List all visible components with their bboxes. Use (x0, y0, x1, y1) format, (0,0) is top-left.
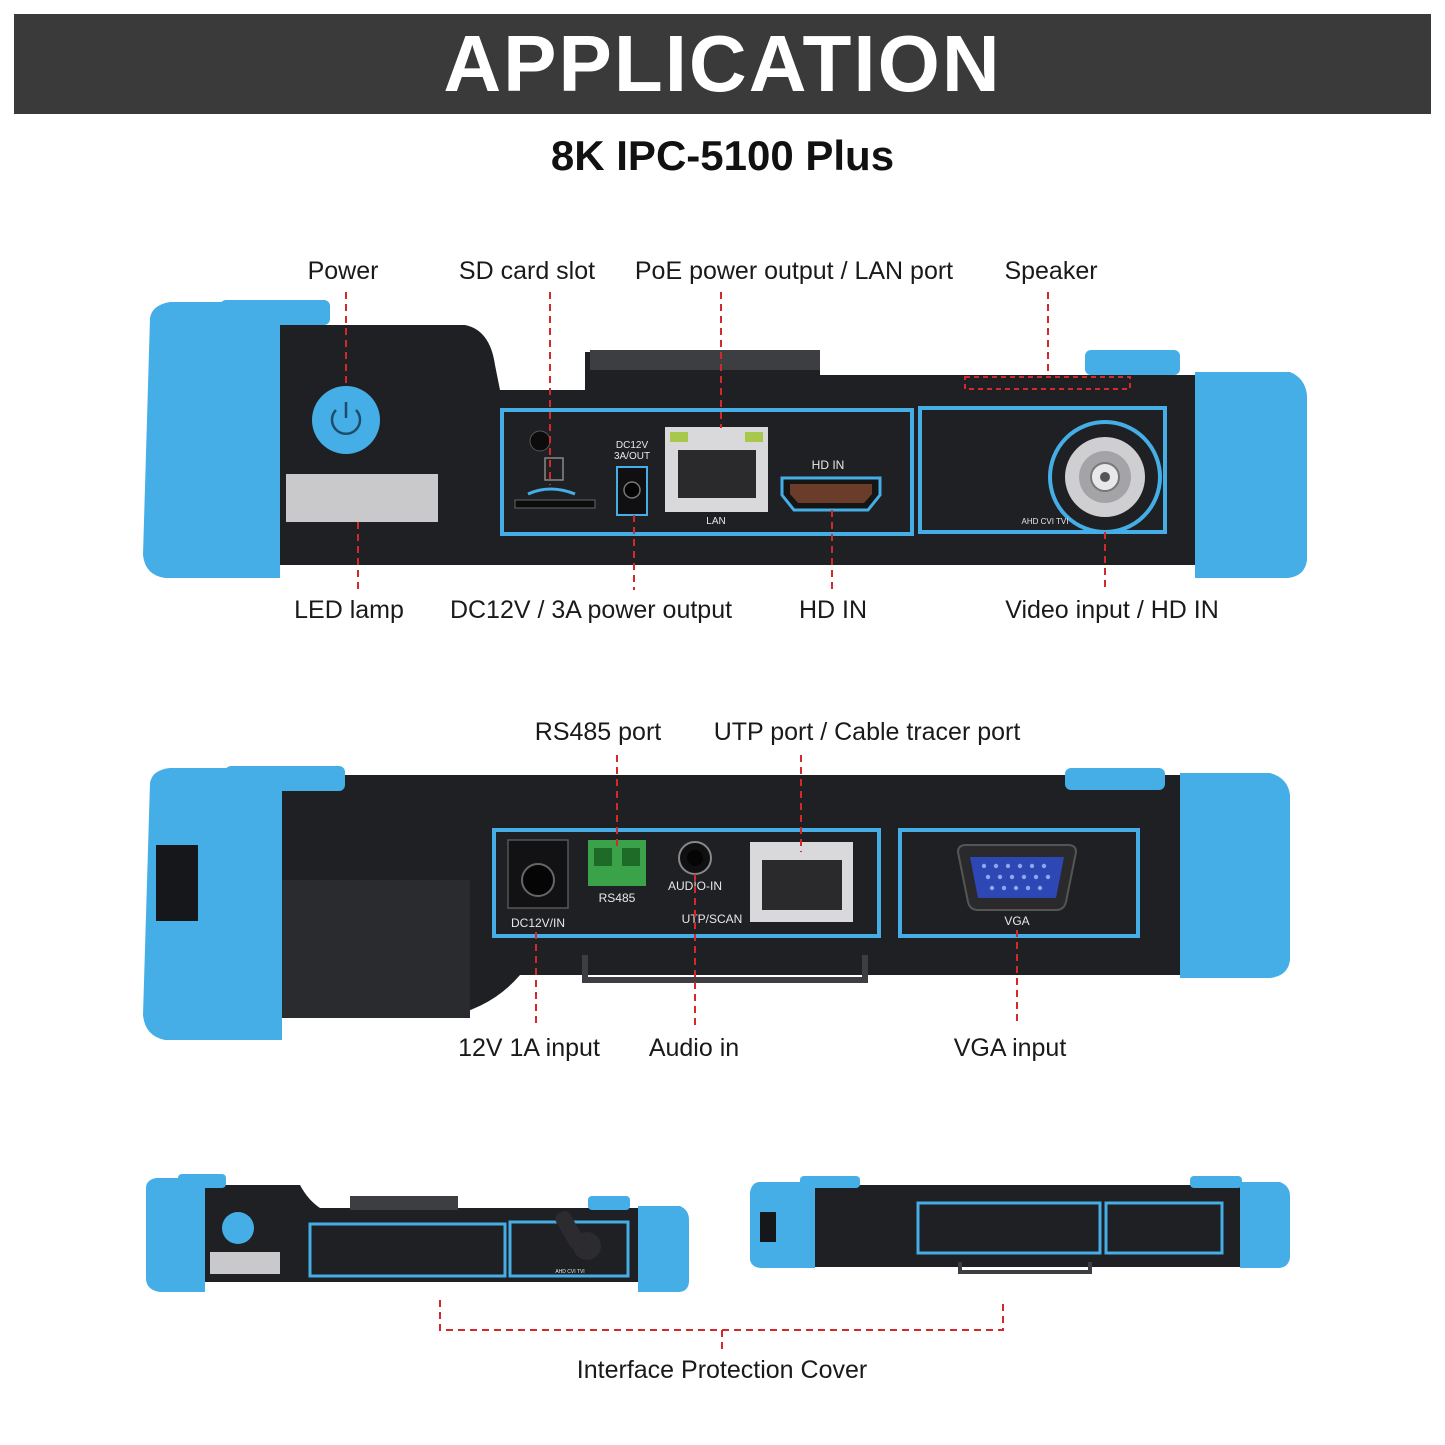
sd-card-icon (544, 457, 564, 481)
product-model: 8K IPC-5100 Plus (550, 132, 895, 179)
bottom-leader-lines (535, 755, 1018, 1025)
label-audio-in: Audio in (648, 1034, 740, 1062)
protection-cover-left (308, 1222, 507, 1278)
page-title: APPLICATION (443, 19, 1002, 108)
vga-label: VGA (1004, 914, 1029, 928)
label-led-lamp: LED lamp (294, 596, 404, 624)
cover-small-text: AHD CVI TVI (555, 1269, 584, 1275)
cover-bracket-lines (439, 1300, 1004, 1352)
top-leader-lines (345, 292, 1106, 590)
label-poe-lan-port: PoE power output / LAN port (634, 257, 954, 285)
label-interface-protection-cover: Interface Protection Cover (576, 1356, 868, 1384)
label-hd-in: HD IN (798, 596, 868, 624)
bnc-label: AHD CVI TVI (1022, 517, 1069, 526)
dcin-label: DC12V/IN (511, 916, 565, 930)
hdin-port-label: HD IN (812, 458, 845, 472)
label-power: Power (307, 257, 379, 285)
led-lamp-icon (286, 474, 438, 522)
dc-out-label-2: 3A/OUT (614, 451, 650, 462)
label-sd-card-slot: SD card slot (458, 257, 596, 285)
cover-view-right (750, 1176, 1290, 1274)
label-speaker: Speaker (1004, 257, 1098, 285)
label-utp-port: UTP port / Cable tracer port (713, 718, 1021, 746)
bottom-view-device: DC12V/IN RS485 AUDIO-IN UTP/SCAN VGA (143, 766, 1290, 1040)
rs485-label: RS485 (599, 891, 636, 905)
label-rs485-port: RS485 port (534, 718, 662, 746)
strap-slot-icon (156, 845, 198, 921)
label-dc-power-output: DC12V / 3A power output (449, 596, 733, 624)
label-12v-input: 12V 1A input (458, 1034, 600, 1062)
dc-out-label: DC12V (616, 440, 649, 451)
lan-label: LAN (706, 516, 725, 527)
label-video-input: Video input / HD IN (1005, 596, 1219, 624)
label-vga-input: VGA input (953, 1034, 1067, 1062)
power-button-icon (312, 386, 380, 454)
title-banner: APPLICATION (14, 14, 1431, 114)
top-view-device: DC12V 3A/OUT LAN HD IN AHD CVI TVI (143, 300, 1307, 578)
power-button-small-icon (222, 1212, 254, 1244)
utp-label: UTP/SCAN (682, 912, 743, 926)
cover-view-left: AHD CVI TVI (146, 1174, 689, 1292)
